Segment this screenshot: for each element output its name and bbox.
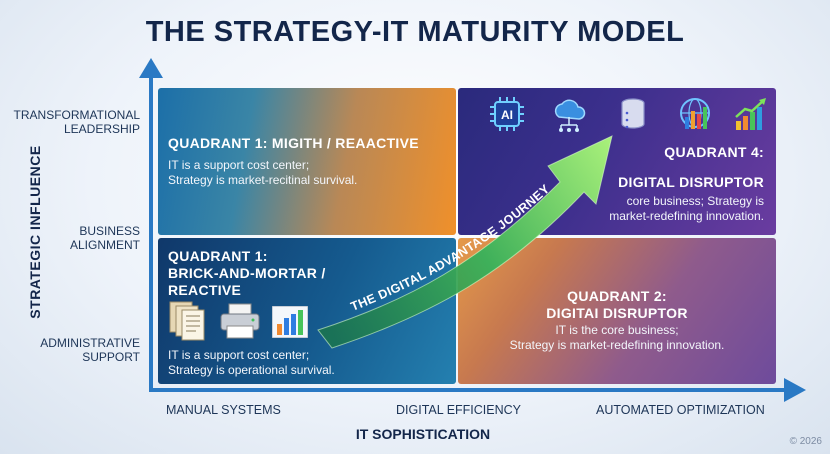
y-axis-line: [149, 74, 153, 392]
quadrant-heading: QUADRANT 2: DIGITAI DISRUPTOR: [546, 288, 688, 321]
documents-icon: [169, 301, 205, 341]
x-level-manual: MANUAL SYSTEMS: [166, 403, 281, 417]
quadrant-heading: DIGITAL DISRUPTOR: [618, 174, 764, 190]
svg-text:AI: AI: [501, 108, 513, 122]
globe-bar-chart-icon: [680, 98, 710, 129]
quadrant-heading: QUADRANT 1: MIGITH / REAACTIVE: [168, 135, 419, 151]
printer-icon: [220, 303, 260, 339]
x-level-digital: DIGITAL EFFICIENCY: [396, 403, 522, 417]
bar-chart-icon: [272, 306, 308, 338]
quadrant-description: IT is a support cost center; Strategy is…: [168, 158, 358, 187]
quadrant-number: QUADRANT 4:: [664, 144, 764, 160]
growth-chart-icon: [735, 98, 766, 130]
x-level-automated: AUTOMATED OPTIMIZATION: [596, 403, 765, 417]
quadrant-description: IT is the core business; Strategy is mar…: [509, 323, 725, 352]
copyright-notice: © 2026: [789, 436, 822, 447]
x-axis-arrowhead: [784, 378, 806, 402]
technology-icon-row: AI: [488, 95, 768, 139]
cloud-network-icon: [554, 99, 586, 132]
quadrant-top-left: QUADRANT 1: MIGITH / REAACTIVE IT is a s…: [158, 88, 456, 235]
quadrant-heading: QUADRANT 1: BRICK-AND-MORTAR / REACTIVE: [168, 248, 326, 298]
quadrant-description: core business; Strategy is market-redefi…: [609, 194, 764, 223]
ai-chip-icon: AI: [490, 97, 524, 131]
x-axis-line: [151, 388, 787, 392]
quadrant-bottom-right: QUADRANT 2: DIGITAI DISRUPTOR IT is the …: [458, 238, 776, 384]
database-icon: [621, 98, 645, 129]
quadrant-description: IT is a support cost center; Strategy is…: [168, 348, 335, 377]
legacy-icon-group: [168, 300, 318, 344]
x-axis-title: IT SOPHISTICATION: [355, 426, 491, 442]
page-title: THE STRATEGY-IT MATURITY MODEL: [145, 16, 685, 48]
y-axis-arrowhead: [139, 58, 163, 78]
